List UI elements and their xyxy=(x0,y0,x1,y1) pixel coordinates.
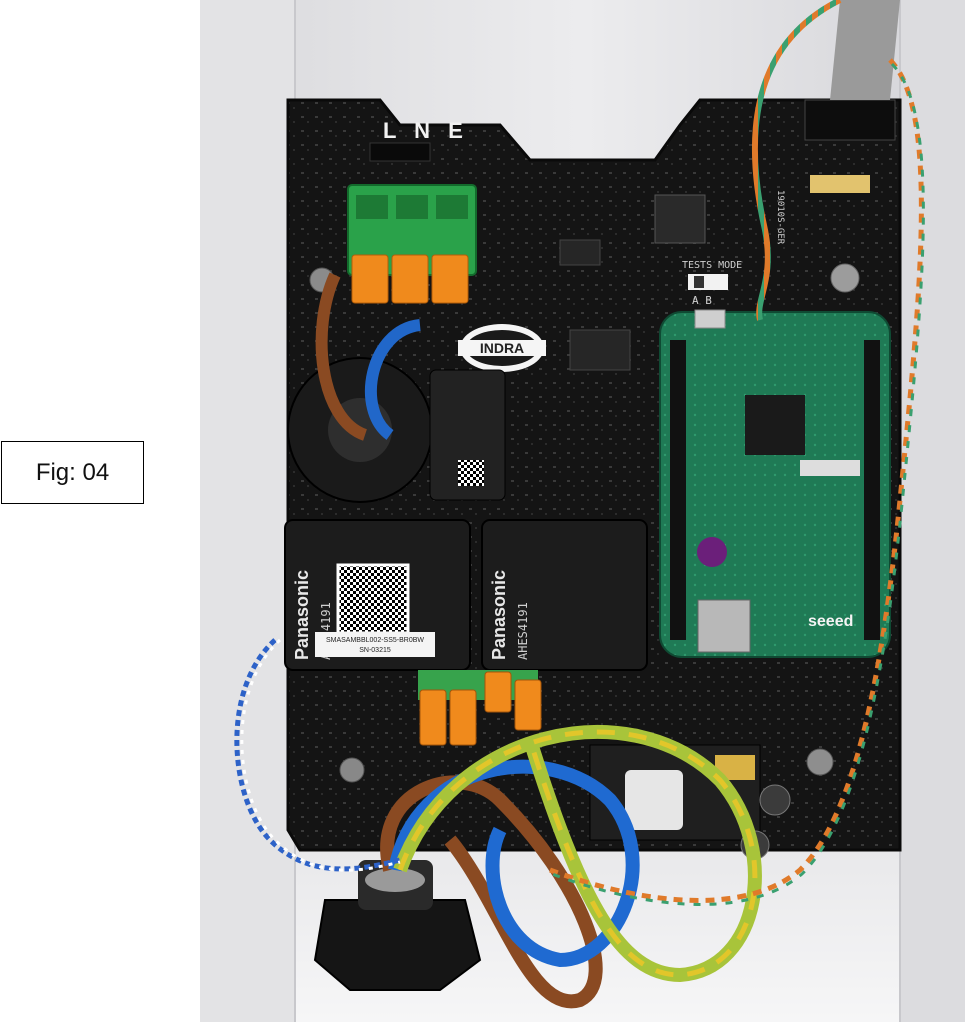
blue-wire xyxy=(364,319,422,440)
ribbon-connector xyxy=(804,99,896,141)
figure-label-box: Fig: 04 xyxy=(1,441,144,504)
green-terminal-block xyxy=(347,184,477,304)
standoff-screw xyxy=(806,748,834,776)
ribbon-cable xyxy=(830,0,900,100)
orange-lever-connectors xyxy=(418,670,542,746)
standoff-screw xyxy=(339,757,365,783)
relay-left-brand: Panasonic xyxy=(292,570,312,660)
enclosure-right-wall xyxy=(900,0,965,1022)
electrolytic-capacitor xyxy=(759,784,791,816)
relay-left: Panasonic AHES4191 SMASAMBBL002-SS5-BR0B… xyxy=(284,519,471,671)
seeed-logo-text: seeed xyxy=(808,613,853,630)
test-mode-switch: TESTS MODE A B xyxy=(682,260,742,307)
enclosure-left-wall xyxy=(200,0,295,1022)
lne-marking: L N E xyxy=(383,118,469,143)
indra-logo: INDRA xyxy=(458,324,546,372)
switch-positions-label: A B xyxy=(692,294,712,307)
indra-logo-text: INDRA xyxy=(480,340,524,356)
ic-chip xyxy=(569,329,631,371)
ev-charger-internal-photo: L N E INDRA TESTS MODE A B 19010S-GER xyxy=(200,0,965,1022)
cable-gland xyxy=(313,860,482,991)
capacitor-label xyxy=(625,770,683,830)
ic-chip-small xyxy=(559,239,601,266)
relay-left-sticker-line1: SMASAMBBL002-SS5-BR0BW xyxy=(326,637,424,644)
standoff-screw xyxy=(830,263,860,293)
relay-right-part: AHES4191 xyxy=(516,602,530,660)
connector-text: 19010S-GER xyxy=(775,190,785,245)
test-mode-label: TESTS MODE xyxy=(682,260,742,271)
blue-twisted-pair xyxy=(234,638,401,872)
relay-right-brand: Panasonic xyxy=(489,570,509,660)
relay-right: Panasonic AHES4191 xyxy=(481,519,648,671)
brown-wire xyxy=(315,272,368,441)
green-orange-twisted-pair xyxy=(752,0,842,321)
seeed-controller-module: seeed xyxy=(659,309,891,658)
relay-left-sticker-line2: SN-03215 xyxy=(359,647,391,654)
brown-mains-wire xyxy=(380,775,603,1009)
pin-header xyxy=(810,175,870,193)
microcontroller-chip xyxy=(654,194,706,244)
figure-label: Fig: 04 xyxy=(35,458,110,486)
